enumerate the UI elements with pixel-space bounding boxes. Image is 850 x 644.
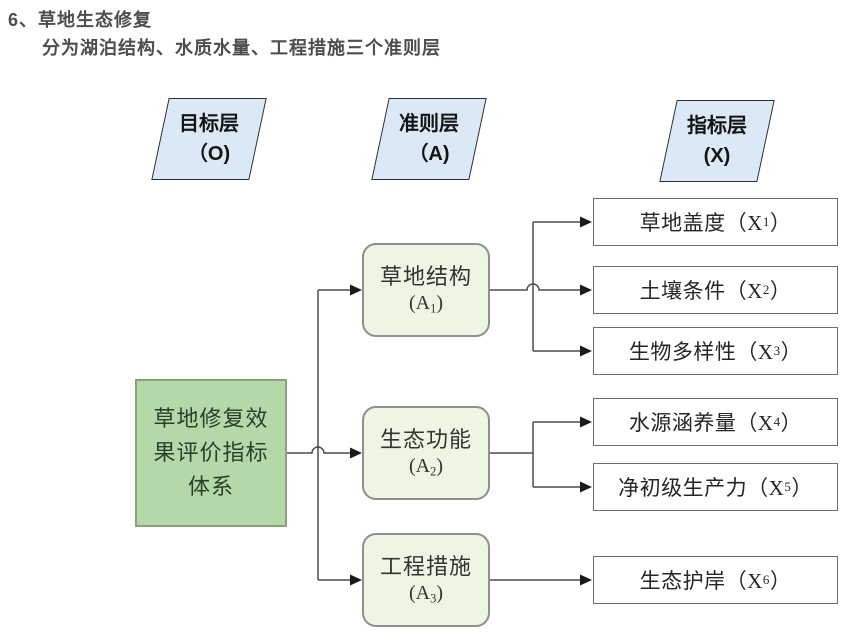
layer-header-indicator-label: 指标层 (X): [687, 111, 747, 171]
criteria-node-a2: 生态功能 (A2): [362, 406, 490, 500]
layer-header-criteria: 准则层 （A): [371, 98, 487, 180]
goal-node: 草地修复效果评价指标体系: [135, 379, 287, 527]
criteria-a2-name: 生态功能: [379, 426, 472, 452]
layer-header-goal-label: 目标层 （O): [179, 109, 239, 169]
section-subtitle: 分为湖泊结构、水质水量、工程措施三个准则层: [42, 38, 441, 58]
criteria-node-a3: 工程措施 (A3): [362, 533, 490, 627]
layer-header-criteria-code: （A): [408, 143, 450, 165]
criteria-node-a1: 草地结构 (A1): [362, 243, 490, 337]
layer-header-goal: 目标层 （O): [151, 98, 267, 180]
arrowhead-a1: [350, 284, 362, 296]
arrowhead-x3: [580, 345, 592, 357]
goal-node-label: 草地修复效果评价指标体系: [153, 405, 269, 500]
layer-header-indicator-title: 指标层: [687, 115, 747, 137]
a1-to-x2-line: [490, 283, 580, 291]
criteria-a1-code: (A1): [409, 292, 443, 316]
layer-header-goal-code: （O): [187, 143, 231, 165]
arrowheads: [350, 216, 592, 586]
arrowhead-x6: [580, 574, 592, 586]
layer-header-goal-title: 目标层: [179, 113, 239, 135]
criteria-a1-name: 草地结构: [379, 263, 472, 289]
criteria-a2-code: (A2): [409, 455, 443, 479]
arrowhead-x5: [580, 481, 592, 493]
arrowhead-x1: [580, 216, 592, 228]
arrowhead-a3: [350, 574, 362, 586]
criteria-a3-name: 工程措施: [379, 553, 472, 579]
arrowhead-a2: [350, 447, 362, 459]
layer-header-indicator: 指标层 (X): [659, 100, 775, 182]
connector-paths: [287, 221, 580, 581]
layer-header-criteria-title: 准则层: [399, 113, 459, 135]
section-title: 6、草地生态修复: [8, 10, 153, 30]
criteria-a3-code: (A3): [409, 582, 443, 606]
layer-header-criteria-label: 准则层 （A): [399, 109, 459, 169]
arrowhead-x4: [580, 416, 592, 428]
layer-header-indicator-code: (X): [703, 145, 731, 167]
arrowhead-x2: [580, 284, 592, 296]
